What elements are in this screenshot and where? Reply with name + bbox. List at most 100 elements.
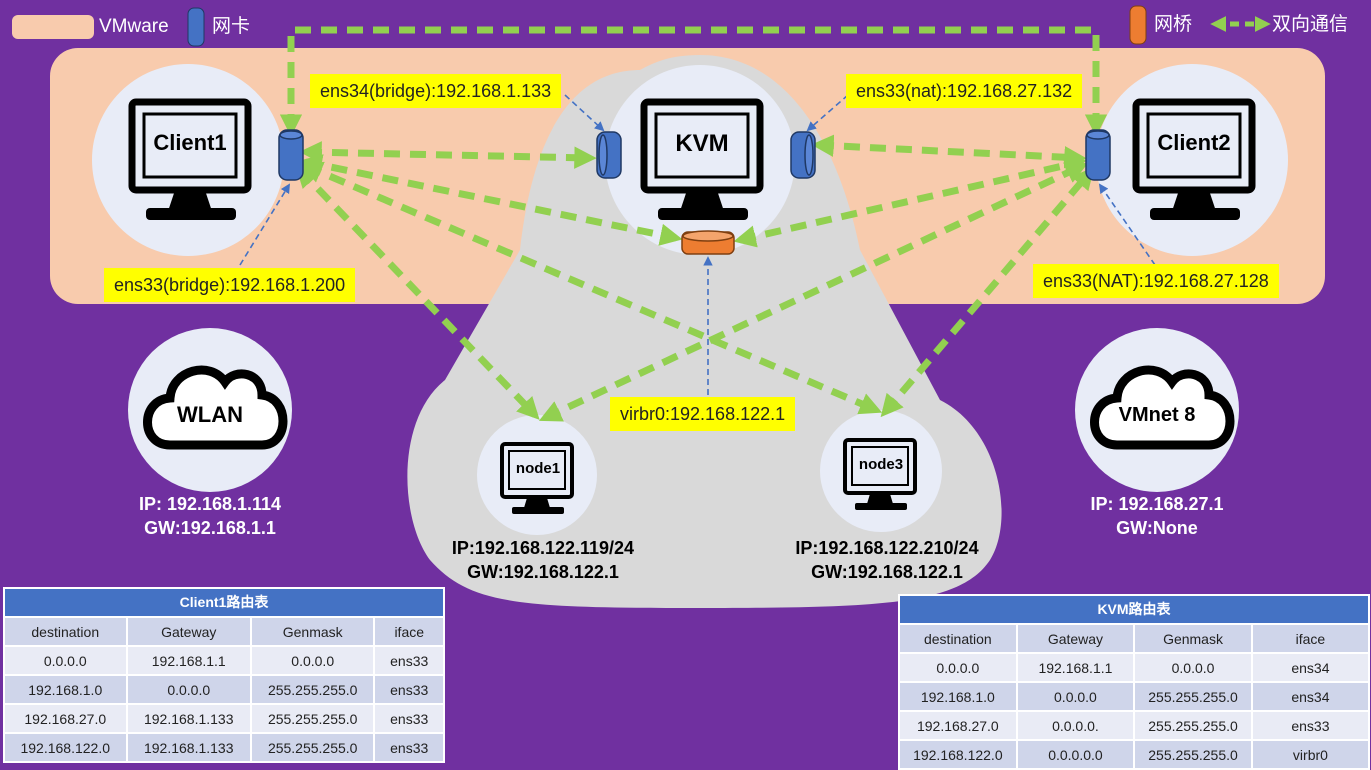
table-cell: ens34 — [1250, 681, 1371, 712]
vmnet8-label: VMnet 8 — [1118, 404, 1196, 426]
node1-label: node1 — [515, 460, 561, 477]
kvm-route-table: KVM路由表 destination Gateway Genmask iface… — [898, 594, 1371, 770]
table-cell: 0.0.0.0 — [898, 652, 1018, 683]
table-cell: ens33 — [1250, 710, 1371, 741]
link-node3-client2 — [880, 166, 1095, 418]
table-cell: 0.0.0.0 — [125, 674, 252, 705]
table-row: 192.168.122.0 0.0.0.0.0 255.255.255.0 vi… — [898, 739, 1371, 770]
table-row: 192.168.1.0 0.0.0.0 255.255.255.0 ens34 — [898, 681, 1371, 712]
table-cell: 192.168.1.133 — [125, 703, 252, 734]
table-header-row: destination Gateway Genmask iface — [898, 623, 1371, 654]
bridge-legend-icon — [1129, 5, 1147, 45]
table-row: 192.168.27.0 0.0.0.0. 255.255.255.0 ens3… — [898, 710, 1371, 741]
table-row: 0.0.0.0 192.168.1.1 0.0.0.0 ens33 — [3, 645, 445, 676]
table-cell: ens33 — [373, 674, 445, 705]
client2-ens33-label: ens33(NAT):192.168.27.128 — [1033, 264, 1279, 298]
legend-vmware-label: VMware — [99, 16, 169, 37]
table-cell: ens34 — [1250, 652, 1371, 683]
table-cell: 0.0.0.0 — [249, 645, 376, 676]
node1-gw: GW:192.168.122.1 — [467, 562, 619, 582]
table-cell: 192.168.122.0 — [3, 732, 128, 763]
client2-monitor-icon — [1132, 98, 1256, 220]
table-cell: ens33 — [373, 732, 445, 763]
table-cell: ens33 — [373, 645, 445, 676]
table-cell: 192.168.1.0 — [3, 674, 128, 705]
client1-route-table-title: Client1路由表 — [3, 587, 445, 616]
virbr0-label: virbr0:192.168.122.1 — [610, 397, 796, 431]
nic-icon — [1085, 129, 1111, 181]
table-header-cell: Genmask — [249, 616, 376, 647]
table-row: 192.168.1.0 0.0.0.0 255.255.255.0 ens33 — [3, 674, 445, 705]
kvm-label: KVM — [675, 130, 729, 157]
table-cell: 192.168.1.0 — [898, 681, 1018, 712]
table-cell: ens33 — [373, 703, 445, 734]
table-cell: 255.255.255.0 — [1133, 710, 1253, 741]
table-cell: virbr0 — [1250, 739, 1371, 770]
client1-label: Client1 — [153, 130, 227, 155]
legend-bridge-label: 网桥 — [1154, 14, 1193, 35]
nic-icon — [596, 131, 622, 179]
table-header-cell: Gateway — [125, 616, 252, 647]
vmnet8-cloud-icon — [1090, 365, 1235, 450]
wlan-cloud-icon — [143, 365, 288, 450]
node3-monitor-icon — [843, 438, 917, 510]
table-row: 0.0.0.0 192.168.1.1 0.0.0.0 ens34 — [898, 652, 1371, 683]
table-cell: 255.255.255.0 — [249, 674, 376, 705]
legend-bidirectional-label: 双向通信 — [1272, 14, 1349, 35]
table-cell: 192.168.1.1 — [1015, 652, 1136, 683]
kvm-ens34-label: ens34(bridge):192.168.1.133 — [310, 74, 562, 108]
table-header-cell: destination — [898, 623, 1018, 654]
table-cell: 192.168.27.0 — [3, 703, 128, 734]
table-row: 192.168.27.0 192.168.1.133 255.255.255.0… — [3, 703, 445, 734]
table-cell: 192.168.1.133 — [125, 732, 252, 763]
client2-circle — [1096, 64, 1288, 256]
table-cell: 192.168.122.0 — [898, 739, 1018, 770]
node3-label: node3 — [858, 456, 904, 473]
top-bridge-link — [279, 26, 1108, 137]
legend-nic-label: 网卡 — [212, 16, 251, 37]
kvm-ens33-label: ens33(nat):192.168.27.132 — [846, 74, 1083, 108]
table-cell: 0.0.0.0 — [1133, 652, 1253, 683]
table-cell: 255.255.255.0 — [1133, 739, 1253, 770]
node1-ip: IP:192.168.122.119/24 — [451, 538, 635, 558]
node3-gw: GW:192.168.122.1 — [811, 562, 963, 582]
wlan-gw: GW:192.168.1.1 — [144, 518, 276, 538]
table-header-cell: Genmask — [1133, 623, 1253, 654]
kvm-circle — [605, 65, 795, 255]
table-cell: 0.0.0.0 — [3, 645, 128, 676]
nic-icon — [790, 131, 816, 179]
table-header-cell: iface — [373, 616, 445, 647]
vmnet8-ip: IP: 192.168.27.1 — [1090, 494, 1224, 514]
vmnet8-gw: GW:None — [1116, 518, 1198, 538]
table-header-cell: iface — [1250, 623, 1371, 654]
bridge-icon — [681, 230, 735, 255]
nic-icon — [278, 129, 304, 181]
table-cell: 255.255.255.0 — [1133, 681, 1253, 712]
client2-label: Client2 — [1157, 130, 1231, 155]
node1-monitor-icon — [500, 442, 574, 514]
table-cell: 255.255.255.0 — [249, 732, 376, 763]
table-header-cell: Gateway — [1015, 623, 1136, 654]
table-cell: 0.0.0.0. — [1015, 710, 1136, 741]
links — [279, 26, 1108, 422]
table-cell: 192.168.1.1 — [125, 645, 252, 676]
kvm-route-table-title: KVM路由表 — [898, 594, 1370, 623]
table-row: 192.168.122.0 192.168.1.133 255.255.255.… — [3, 732, 445, 763]
pointer-lines — [239, 94, 1156, 395]
node3-ip: IP:192.168.122.210/24 — [795, 538, 979, 558]
table-header-row: destination Gateway Genmask iface — [3, 616, 445, 647]
client1-circle — [92, 64, 284, 256]
client1-ens33-label: ens33(bridge):192.168.1.200 — [104, 268, 356, 302]
table-header-cell: destination — [3, 616, 128, 647]
wlan-label: WLAN — [177, 402, 243, 427]
client1-route-table: Client1路由表 destination Gateway Genmask i… — [3, 587, 445, 763]
client1-monitor-icon — [128, 98, 252, 220]
nic-legend-icon — [187, 7, 205, 47]
vmware-legend-swatch — [12, 15, 94, 39]
table-cell: 255.255.255.0 — [249, 703, 376, 734]
table-cell: 192.168.27.0 — [898, 710, 1018, 741]
table-cell: 0.0.0.0 — [1015, 681, 1136, 712]
wlan-ip: IP: 192.168.1.114 — [138, 494, 282, 514]
table-cell: 0.0.0.0.0 — [1015, 739, 1136, 770]
